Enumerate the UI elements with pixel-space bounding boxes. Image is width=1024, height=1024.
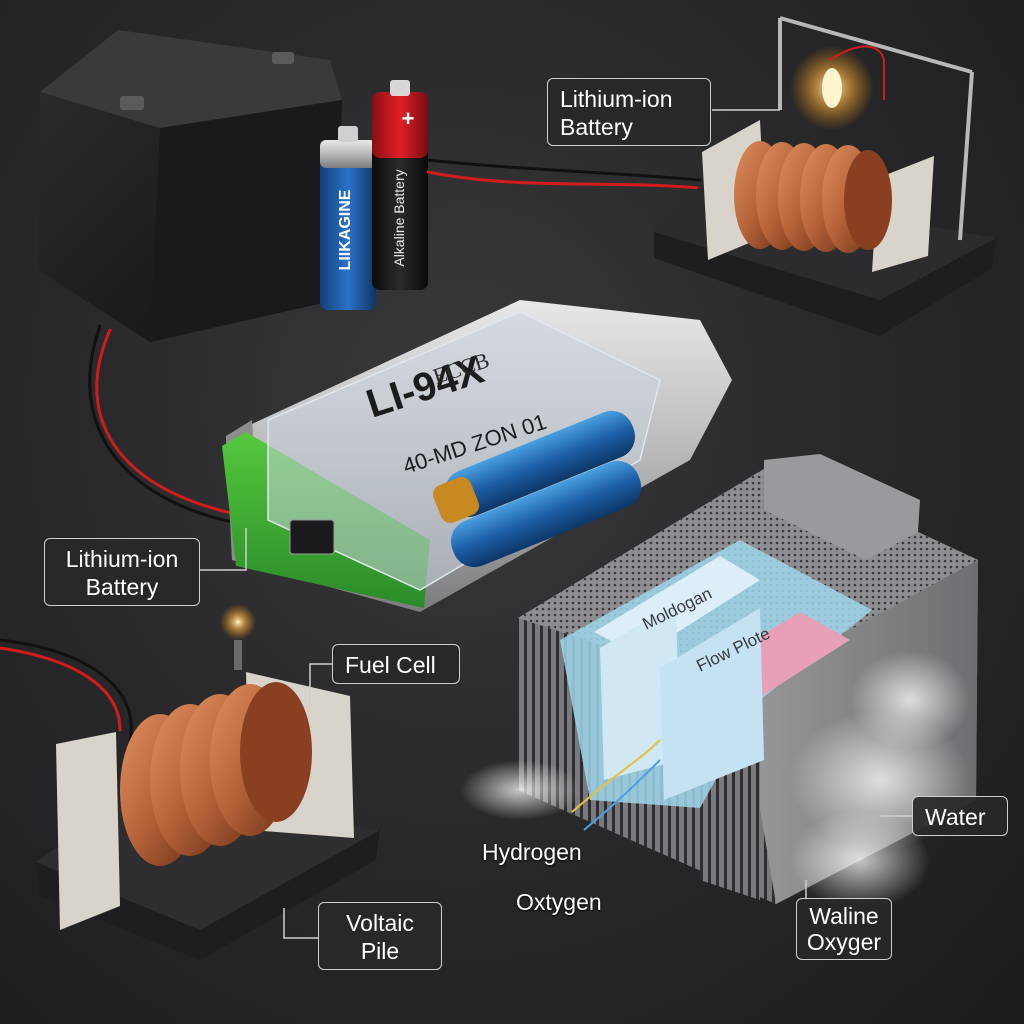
callout-voltaic-pile: Voltaic Pile <box>318 902 442 970</box>
label-hydrogen: Hydrogen <box>482 839 582 865</box>
fuel-cell: Moldogan Flow Plote <box>518 454 978 904</box>
copper-discs-bottom <box>120 682 312 866</box>
copper-discs-top <box>734 141 892 253</box>
callout-line: Oxyger <box>806 929 882 955</box>
callout-line: Battery <box>85 574 159 600</box>
callout-line: Lithium-ion <box>560 86 673 112</box>
callout-fuel-cell: Fuel Cell <box>332 644 460 684</box>
alkaline-aa-battery-red: + Alkaline Battery <box>372 80 428 290</box>
svg-text:+: + <box>402 106 415 131</box>
callout-leader-lines <box>200 109 912 939</box>
voltaic-pile <box>36 604 380 960</box>
label-oxtygen: Oxtygen <box>516 889 602 915</box>
lead-acid-battery <box>38 30 342 342</box>
small-bulb-icon <box>220 604 256 640</box>
alkaline-aa-battery-blue: LIIKAGINE <box>320 126 376 310</box>
aa-red-brand-text: Alkaline Battery <box>391 169 407 266</box>
wires <box>0 158 702 742</box>
callout-lithium-ion-top-right: Lithium-ion Battery <box>547 78 711 146</box>
callout-line: Voltaic <box>346 910 414 936</box>
aa-blue-brand-text: LIIKAGINE <box>337 189 354 270</box>
callout-line: Lithium-ion <box>65 546 179 572</box>
callout-lithium-ion-left: Lithium-ion Battery <box>44 538 200 606</box>
top-right-copper-stack <box>654 16 996 336</box>
callout-line: Water <box>925 804 986 830</box>
callout-line: Waline <box>809 903 879 929</box>
cylindrical-cells <box>432 410 642 568</box>
callout-line: Fuel Cell <box>345 652 436 678</box>
callout-waline-oxyger: Waline Oxyger <box>796 898 892 960</box>
callout-water: Water <box>912 796 1008 836</box>
callout-line: Battery <box>560 114 633 140</box>
callout-line: Pile <box>360 938 400 964</box>
